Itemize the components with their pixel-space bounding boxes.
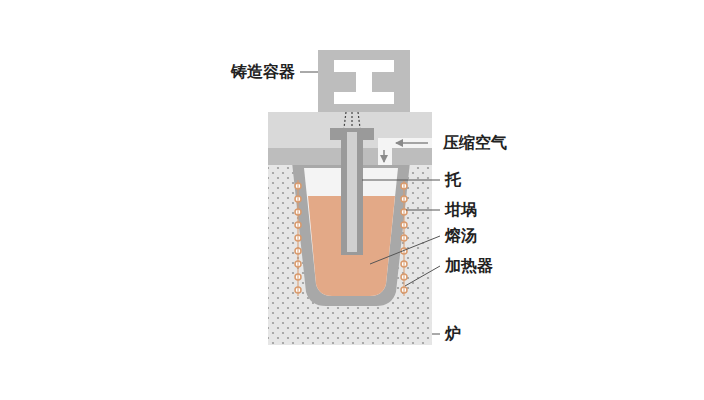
- air-label: 压缩空气: [442, 133, 508, 152]
- stalk-label: 托: [444, 170, 462, 189]
- mold-label: 铸造容器: [230, 62, 296, 81]
- casting-mold: [318, 50, 410, 112]
- heater-label: 加热器: [444, 256, 494, 275]
- leader-line: [300, 72, 440, 334]
- melt-label: 熔汤: [444, 226, 478, 245]
- crucible-label: 坩埚: [444, 200, 478, 219]
- furnace-label: 炉: [444, 324, 462, 343]
- air-arrow: [383, 150, 385, 162]
- air-arrow: [396, 142, 428, 144]
